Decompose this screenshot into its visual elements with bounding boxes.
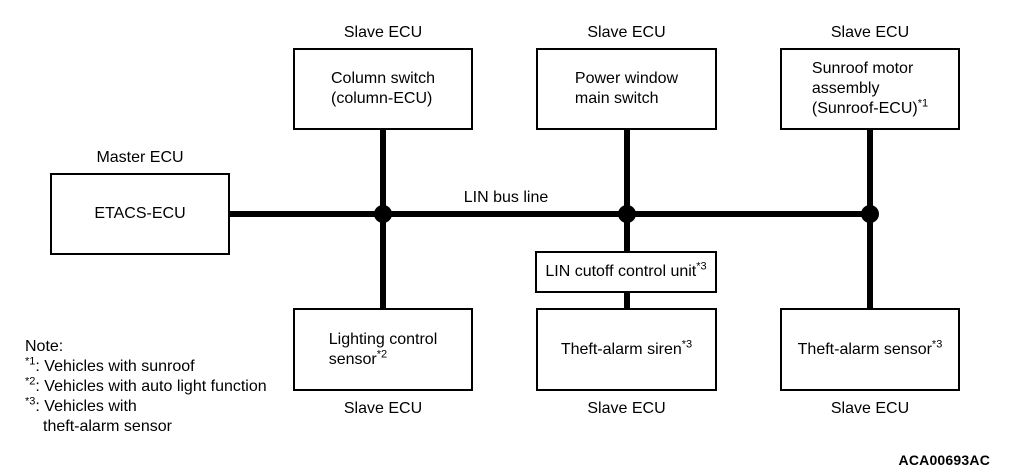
node-label-text: LIN cutoff control unit <box>545 263 697 280</box>
node-theft-alarm-sensor: Theft-alarm sensor*3 <box>780 308 960 391</box>
slave-ecu-label-bottom-2: Slave ECU <box>587 400 666 417</box>
figure-code: ACA00693AC <box>898 452 990 468</box>
slave-ecu-label-top-1: Slave ECU <box>343 24 423 41</box>
node-label-line: Sunroof motor <box>811 60 914 77</box>
node-label-line: ETACS-ECU <box>94 205 186 222</box>
slave-ecu-label-bottom-3: Slave ECU <box>830 400 910 417</box>
note-item-1: *1: Vehicles with sunroof <box>25 355 267 377</box>
node-label-line: sensor*2 <box>328 348 438 370</box>
node-label-text: (Sunroof-ECU) <box>811 100 918 117</box>
footnote-marker: *1 <box>25 355 36 368</box>
bus-junction-dot-1 <box>374 205 392 223</box>
node-label-line: Column switch <box>330 70 436 87</box>
node-label-line: Lighting control <box>328 330 438 348</box>
lin-bus-line <box>230 211 870 217</box>
node-label-line: (column-ECU) <box>330 90 433 107</box>
node-lin-cutoff-control-unit: LIN cutoff control unit*3 <box>535 251 717 293</box>
node-sunroof-motor-assembly: Sunroof motor assembly (Sunroof-ECU)*1 <box>780 48 960 130</box>
node-theft-alarm-siren: Theft-alarm siren*3 <box>536 308 717 391</box>
node-label-line: (Sunroof-ECU)*1 <box>811 97 929 119</box>
slave-ecu-label-bottom-1: Slave ECU <box>343 400 423 417</box>
bus-junction-dot-3 <box>861 205 879 223</box>
node-label-text: Theft-alarm sensor <box>797 340 932 358</box>
footnote-marker: *3 <box>931 338 943 351</box>
slave-ecu-label-top-3: Slave ECU <box>830 24 910 41</box>
footnote-marker: *3 <box>681 338 693 351</box>
note-title: Note: <box>25 338 64 355</box>
note-text: : Vehicles with <box>35 398 137 415</box>
footnote-marker: *2 <box>25 375 36 388</box>
note-text: : Vehicles with sunroof <box>35 358 195 375</box>
footnote-marker: *3 <box>696 260 707 273</box>
note-text: : Vehicles with auto light function <box>35 378 267 395</box>
master-ecu-label: Master ECU <box>96 149 184 166</box>
node-label-line: LIN cutoff control unit*3 <box>545 260 707 282</box>
node-label-text: Theft-alarm siren <box>560 340 682 358</box>
node-label-line: assembly <box>811 80 880 97</box>
node-power-window-main-switch: Power window main switch <box>536 48 717 130</box>
slave-ecu-label-top-2: Slave ECU <box>587 24 666 41</box>
node-lighting-control-sensor: Lighting control sensor*2 <box>293 308 473 391</box>
footnote-marker: *1 <box>917 97 929 110</box>
branch-line-cutoff-to-siren <box>624 293 630 308</box>
note-item-2: *2: Vehicles with auto light function <box>25 375 267 397</box>
node-label-line: main switch <box>574 90 659 107</box>
note-block: Note: *1: Vehicles with sunroof *2: Vehi… <box>25 337 267 437</box>
footnote-marker: *3 <box>25 395 36 408</box>
node-label-text: sensor <box>328 350 377 368</box>
footnote-marker: *2 <box>376 348 388 361</box>
bus-junction-dot-2 <box>618 205 636 223</box>
lin-bus-line-label: LIN bus line <box>463 189 549 206</box>
node-label-line: Power window <box>574 70 679 87</box>
node-label-line: Theft-alarm sensor*3 <box>797 338 943 360</box>
node-etacs-ecu: ETACS-ECU <box>50 173 230 255</box>
note-item-3: *3: Vehicles with <box>25 395 267 417</box>
branch-line-power-window <box>624 130 630 251</box>
node-label-line: Theft-alarm siren*3 <box>560 338 693 360</box>
note-item-3-continuation: theft-alarm sensor <box>43 418 172 435</box>
node-column-switch: Column switch (column-ECU) <box>293 48 473 130</box>
